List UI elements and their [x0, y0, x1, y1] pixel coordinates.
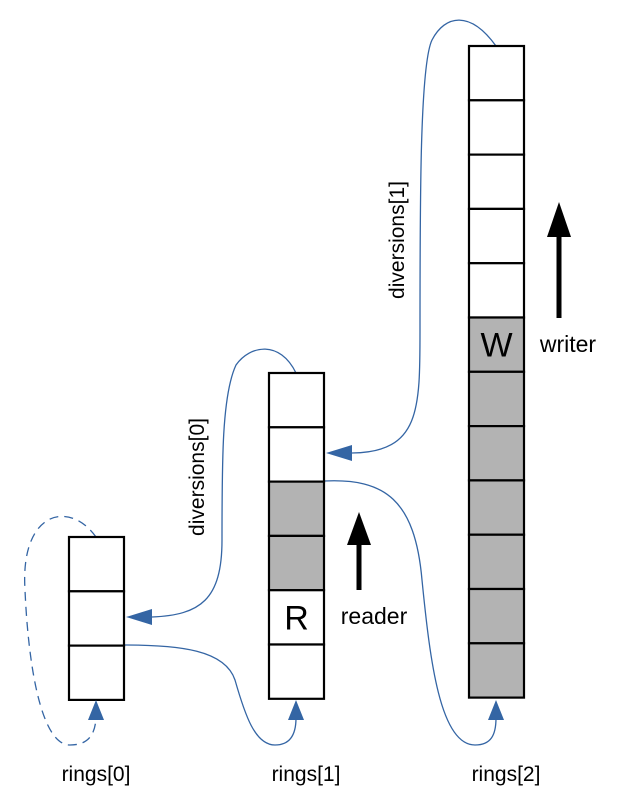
diversions1-connector: [351, 19, 497, 454]
diversions0-label: diversions[0]: [186, 418, 209, 536]
ring-cell: [467, 207, 526, 265]
ring-1: R: [267, 371, 326, 700]
ring-cell: [467, 425, 526, 482]
pointer-heads: [88, 445, 504, 720]
ring-cell: [467, 99, 526, 156]
diversions0-left-arrow-icon: [126, 609, 152, 625]
ring-cell: [267, 643, 326, 700]
ring-cell: [267, 371, 326, 429]
ring-label: rings[2]: [472, 763, 541, 786]
ring-cell: [67, 590, 126, 647]
ring-cell: [67, 535, 126, 593]
reader-label: reader: [341, 603, 408, 629]
ring-marker-r: R: [284, 599, 309, 637]
ring-label: rings[0]: [62, 763, 131, 786]
rings0-up-arrow-icon: [88, 700, 104, 720]
reader-arrow-head-icon: [347, 512, 371, 545]
rings1-to-rings2-connector: [323, 480, 497, 746]
rings1-up-arrow-icon: [288, 700, 304, 720]
ring-cell: [467, 262, 526, 319]
ring-cell: [267, 534, 326, 592]
rings: RW: [67, 44, 526, 701]
diversions1-left-arrow-icon: [326, 445, 352, 461]
rings0-to-rings1-connector: [123, 644, 297, 746]
ring-cell: [467, 533, 526, 591]
writer-arrow-head-icon: [547, 202, 571, 237]
writer-pointer: writer: [539, 202, 597, 357]
ring-cell: [467, 642, 526, 699]
ring-cell: [267, 480, 326, 538]
rings0-self-loop-connector: [24, 515, 97, 746]
ring-cell: [67, 644, 126, 701]
diversions0-connector: [151, 348, 297, 618]
connectors: [24, 19, 497, 746]
writer-label: writer: [539, 331, 597, 357]
ring-cell: [267, 426, 326, 483]
ring-cell: [467, 587, 526, 645]
ring-marker-w: W: [480, 327, 512, 365]
ring-cell: [467, 370, 526, 428]
ring-cell: [467, 44, 526, 102]
ring-cell: [467, 153, 526, 211]
reader-pointer: reader: [341, 512, 408, 629]
diversions1-label: diversions[1]: [386, 181, 409, 299]
ring-cell: [467, 479, 526, 536]
rings2-up-arrow-icon: [488, 700, 504, 720]
ring-label: rings[1]: [272, 763, 341, 786]
ring-2: W: [467, 44, 526, 699]
ring-0: [67, 535, 126, 701]
